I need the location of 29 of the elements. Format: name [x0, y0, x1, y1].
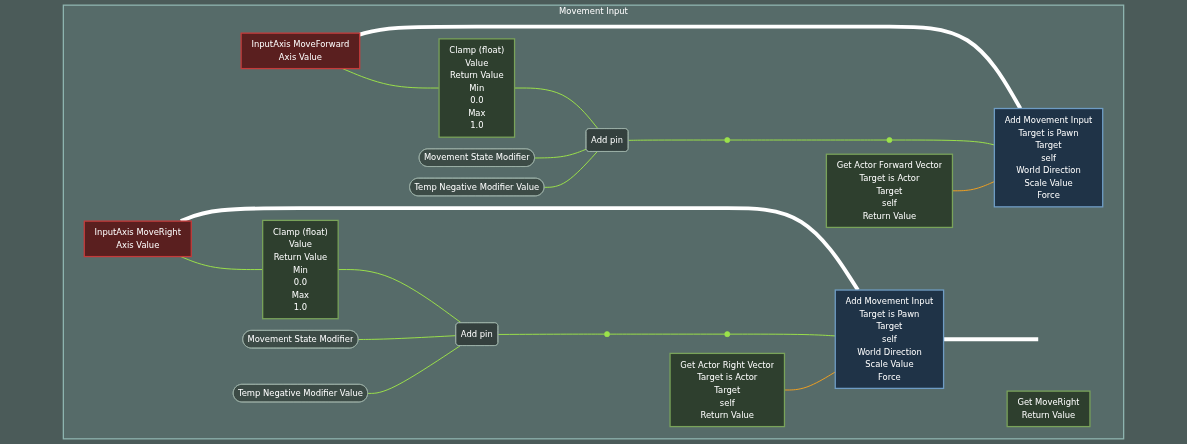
- connector: [891, 139, 995, 146]
- connector: [609, 333, 726, 335]
- node-box: Clamp (float) Value Return Value Min 0.0 Max 1.0: [438, 38, 516, 138]
- connector: [627, 139, 726, 141]
- connector: [367, 345, 461, 394]
- node-box: Add Movement Input Target is Pawn Target self World Direction Scale Value Force: [993, 107, 1104, 208]
- connector: [357, 335, 457, 340]
- connector: [514, 87, 599, 130]
- connector: [729, 139, 888, 141]
- node-box: InputAxis MoveForward Axis Value: [240, 32, 361, 70]
- connector: [359, 24, 1023, 110]
- node-box: Add Movement Input Target is Pawn Target self World Direction Scale Value Force: [834, 289, 945, 390]
- connector: [729, 333, 836, 337]
- node-box: InputAxis MoveRight Axis Value: [83, 220, 192, 258]
- node-circle: [886, 137, 893, 143]
- connector: [534, 148, 587, 159]
- connector: [180, 206, 860, 292]
- connector: [497, 333, 605, 335]
- node-box: Get Actor Forward Vector Target is Actor Target self Return Value: [825, 153, 954, 229]
- connector: [943, 337, 1039, 342]
- node-box: Clamp (float) Value Return Value Min 0.0 Max 1.0: [262, 219, 339, 320]
- connector: [784, 371, 836, 391]
- node-circle: [724, 331, 731, 338]
- connector: [543, 151, 598, 188]
- node-circle: [724, 137, 731, 143]
- node-box: Get Actor Right Vector Target is Actor Target self Return Value: [669, 352, 786, 428]
- connector: [342, 68, 440, 89]
- node-box: Get MoveRight Return Value: [1006, 390, 1091, 428]
- node-circle: [604, 331, 610, 338]
